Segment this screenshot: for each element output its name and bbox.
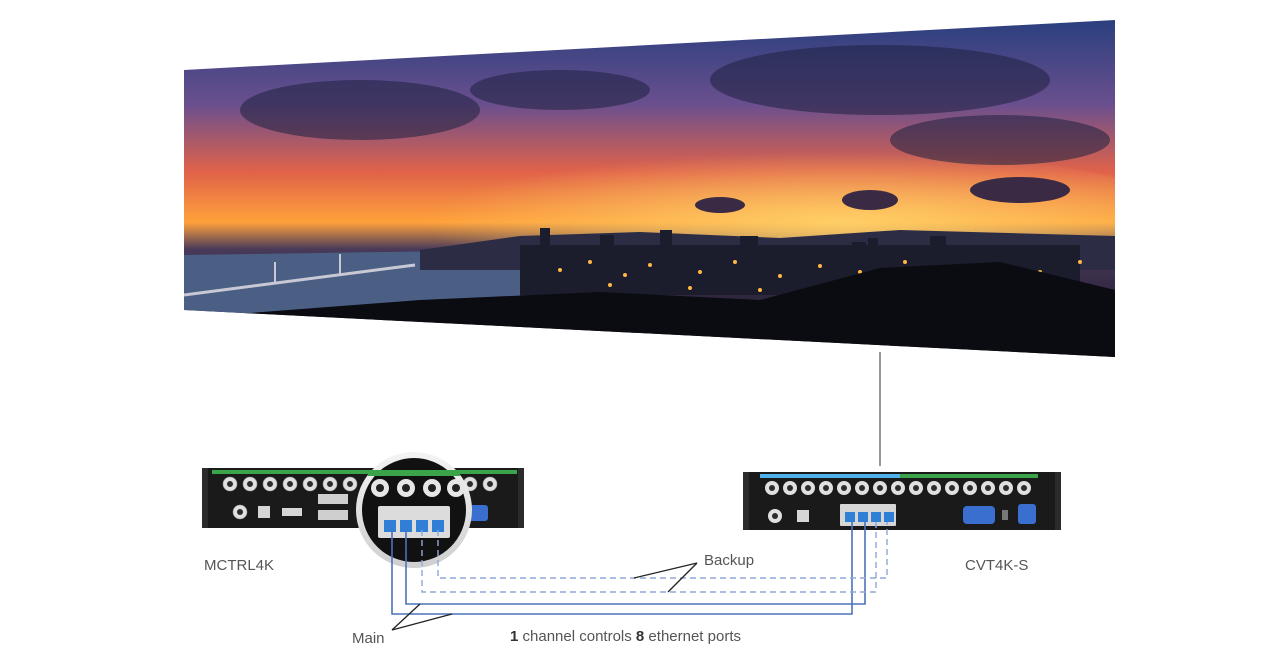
backup-cables xyxy=(421,522,888,593)
label-pointers xyxy=(391,562,698,631)
mctrl4k-label: MCTRL4K xyxy=(204,557,275,574)
channel-note: 1 channel controls 8 ethernet ports xyxy=(510,628,741,645)
cvt4k-s-label: CVT4K-S xyxy=(965,557,1029,574)
cvt4k-s-device xyxy=(743,472,1061,530)
note-text-1: channel controls xyxy=(518,628,636,645)
note-number-2: 8 xyxy=(635,628,645,645)
note-text-2: ethernet ports xyxy=(644,628,741,645)
magnifier-lens xyxy=(356,452,472,568)
backup-label: Backup xyxy=(704,552,755,569)
main-label: Main xyxy=(352,630,385,647)
led-screen xyxy=(184,20,1115,357)
note-number-1: 1 xyxy=(510,628,519,645)
main-cables xyxy=(391,522,866,615)
